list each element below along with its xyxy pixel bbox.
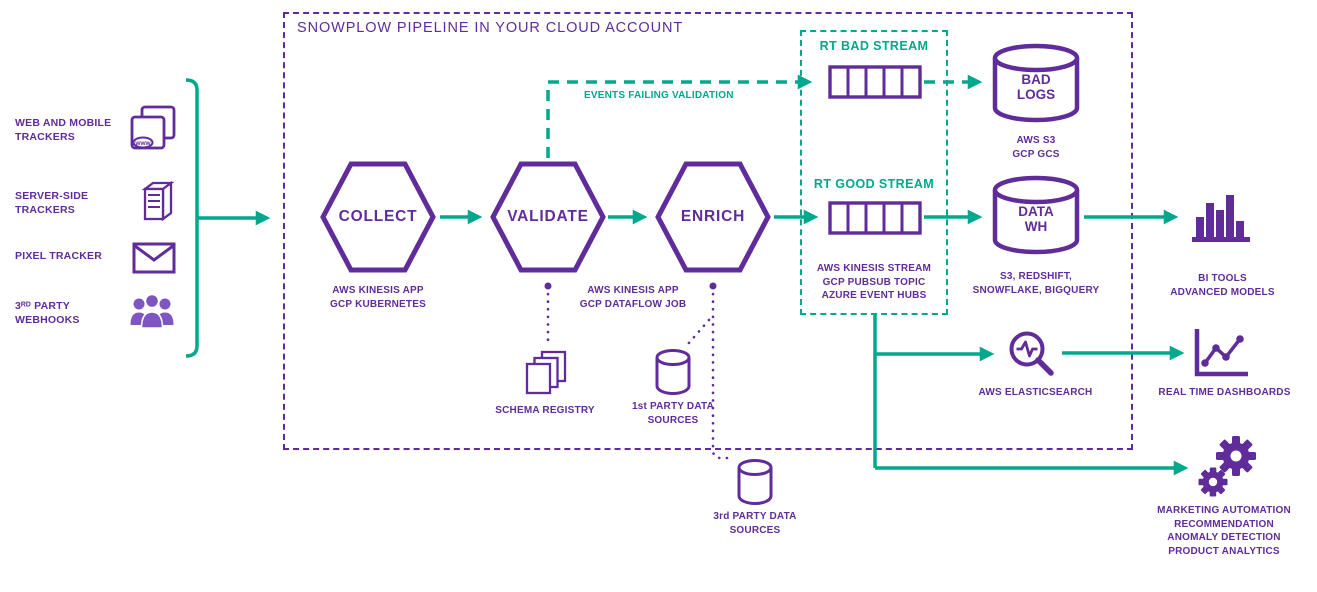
first-party-database-icon: [654, 348, 692, 401]
bad-stream-queue-icon: [828, 64, 922, 105]
third-party-database-icon: [736, 458, 774, 511]
rt-bad-stream-label: RT BAD STREAM: [819, 39, 929, 53]
envelope-icon: [132, 242, 176, 279]
svg-text:www: www: [134, 140, 151, 147]
bad-logs-database-icon: BAD LOGS: [990, 42, 1082, 128]
activation-gears-icon: [1198, 436, 1256, 505]
data-wh-label: DATA WH: [1018, 204, 1054, 235]
source-label-pixel: PIXEL TRACKER: [15, 250, 102, 262]
elasticsearch-caption: AWS ELASTICSEARCH: [978, 387, 1093, 398]
stage-enrich-label: ENRICH: [680, 208, 746, 225]
stage-enrich: ENRICH: [655, 160, 771, 274]
events-failing-validation-label: EVENTS FAILING VALIDATION: [584, 90, 734, 101]
server-icon: [138, 180, 178, 231]
data-wh-caption: S3, REDSHIFT, SNOWFLAKE, BIGQUERY: [972, 271, 1100, 296]
third-party-caption: 3rd PARTY DATA SOURCES: [713, 511, 797, 536]
collect-caption: AWS KINESIS APP GCP KUBERNETES: [330, 285, 426, 310]
sources-bracket: [185, 78, 199, 358]
stage-validate: VALIDATE: [490, 160, 606, 274]
enrich-caption: AWS KINESIS APP GCP DATAFLOW JOB: [579, 285, 687, 310]
good-stream-queue-icon: [828, 200, 922, 241]
stream-group-box: [800, 30, 948, 315]
bad-logs-caption: AWS S3 GCP GCS: [1012, 135, 1060, 160]
source-label-web-mobile: WEB AND MOBILE TRACKERS: [15, 117, 112, 144]
schema-registry-documents-icon: [520, 350, 570, 403]
pipeline-boundary-box: [283, 12, 1133, 450]
stage-validate-label: VALIDATE: [507, 208, 589, 225]
bad-logs-label: BAD LOGS: [1016, 72, 1056, 103]
realtime-dashboards-line-chart-icon: [1192, 326, 1252, 385]
schema-registry-caption: SCHEMA REGISTRY: [495, 405, 595, 416]
webhooks-people-icon: [128, 292, 176, 337]
web-and-mobile-icon: www: [128, 104, 178, 159]
rt-good-stream-label: RT GOOD STREAM: [813, 177, 935, 191]
first-party-caption: 1st PARTY DATA SOURCES: [631, 401, 715, 426]
elasticsearch-icon: [1004, 326, 1060, 387]
source-label-webhooks: 3ᴿᴰ PARTY WEBHOOKS: [15, 300, 80, 327]
bi-tools-caption: BI TOOLS ADVANCED MODELS: [1170, 273, 1275, 298]
realtime-dashboards-caption: REAL TIME DASHBOARDS: [1158, 387, 1291, 398]
bi-tools-bar-chart-icon: [1190, 186, 1254, 249]
source-label-server-side: SERVER-SIDE TRACKERS: [15, 190, 89, 217]
stage-collect-label: COLLECT: [338, 208, 418, 225]
stage-collect: COLLECT: [320, 160, 436, 274]
pipeline-title: SNOWPLOW PIPELINE IN YOUR CLOUD ACCOUNT: [297, 20, 684, 36]
stream-tech-caption: AWS KINESIS STREAM GCP PUBSUB TOPIC AZUR…: [816, 263, 932, 301]
data-wh-database-icon: DATA WH: [990, 174, 1082, 260]
activation-caption: MARKETING AUTOMATION RECOMMENDATION ANOM…: [1157, 505, 1291, 557]
